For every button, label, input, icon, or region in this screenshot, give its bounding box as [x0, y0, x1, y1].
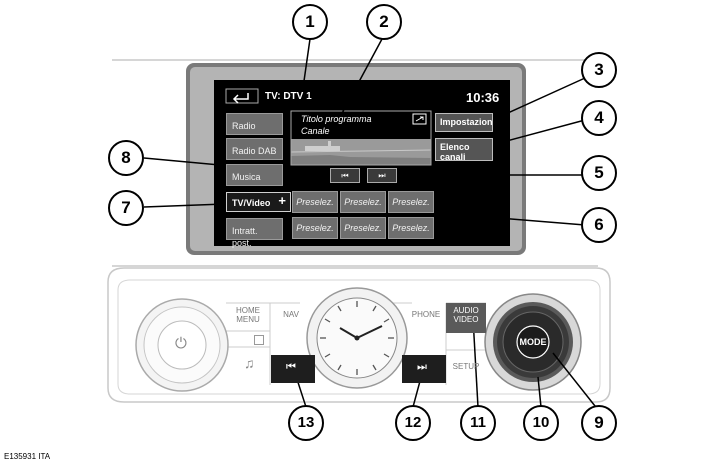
channel-list-button[interactable]: Elenco canali: [435, 138, 493, 162]
menu-item-tv-video[interactable]: TV/Video +: [226, 192, 291, 212]
screen-title: TV: DTV 1: [265, 91, 312, 102]
channel-name: Canale: [301, 126, 330, 136]
callout-4: 4: [581, 100, 617, 136]
menu-item-radio-dab[interactable]: Radio DAB: [226, 138, 283, 160]
callout-2: 2: [366, 4, 402, 40]
callout-3: 3: [581, 52, 617, 88]
audio-video-label-line1: AUDIO: [453, 306, 479, 315]
preset-button[interactable]: Preselez.: [388, 191, 434, 213]
next-track-button[interactable]: ⏭: [402, 355, 446, 383]
setup-button[interactable]: SETUP: [452, 362, 480, 371]
audio-video-label-line2: VIDEO: [453, 315, 479, 324]
channel-list-label-line2: canali: [440, 152, 466, 162]
power-icon: ⏻: [175, 335, 187, 352]
home-menu-label-line2: MENU: [236, 315, 260, 324]
callout-12: 12: [395, 405, 431, 441]
square-icon: [254, 335, 264, 345]
clock-face: [307, 288, 407, 388]
menu-item-music[interactable]: Musica: [226, 164, 283, 186]
callout-9: 9: [581, 405, 617, 441]
next-icon: ⏭: [417, 361, 427, 373]
callout-5: 5: [581, 155, 617, 191]
previous-channel-button[interactable]: ⏮: [330, 168, 360, 183]
home-menu-button[interactable]: HOME MENU: [226, 303, 270, 331]
preset-button[interactable]: Preselez.: [292, 217, 338, 239]
preset-button[interactable]: Preselez.: [388, 217, 434, 239]
home-menu-label-line1: HOME: [236, 306, 260, 315]
menu-item-tv-video-label: TV/Video: [232, 198, 271, 208]
callout-8: 8: [108, 140, 144, 176]
callout-11: 11: [460, 405, 496, 441]
audio-video-button[interactable]: AUDIO VIDEO: [446, 303, 486, 333]
expand-icon: +: [278, 193, 286, 208]
callout-6: 6: [581, 207, 617, 243]
next-channel-button[interactable]: ⏭: [367, 168, 397, 183]
preset-button[interactable]: Preselez.: [340, 217, 386, 239]
callout-1: 1: [292, 4, 328, 40]
preset-button[interactable]: Preselez.: [340, 191, 386, 213]
media-button[interactable]: ♫: [226, 349, 270, 383]
preset-button[interactable]: Preselez.: [292, 191, 338, 213]
settings-button[interactable]: Impostazioni: [435, 113, 493, 132]
screen-clock: 10:36: [466, 90, 500, 105]
menu-item-rear-entertainment[interactable]: Intratt. post.: [226, 218, 283, 248]
share-icon[interactable]: [413, 114, 426, 124]
menu-item-radio[interactable]: Radio: [226, 113, 283, 135]
nav-button[interactable]: NAV: [283, 310, 299, 319]
program-title: Titolo programma: [301, 114, 372, 124]
phone-button[interactable]: PHONE: [411, 310, 441, 319]
callout-13: 13: [288, 405, 324, 441]
callout-7: 7: [108, 190, 144, 226]
figure-caption: E135931 ITA: [4, 452, 51, 461]
mode-label: MODE: [519, 337, 547, 347]
previous-icon: ⏮: [286, 361, 296, 373]
channel-list-label-line1: Elenco: [440, 142, 470, 152]
music-note-icon: ♫: [244, 355, 255, 371]
screen-back-button[interactable]: [226, 89, 258, 103]
callout-10: 10: [523, 405, 559, 441]
previous-track-button[interactable]: ⏮: [271, 355, 315, 383]
